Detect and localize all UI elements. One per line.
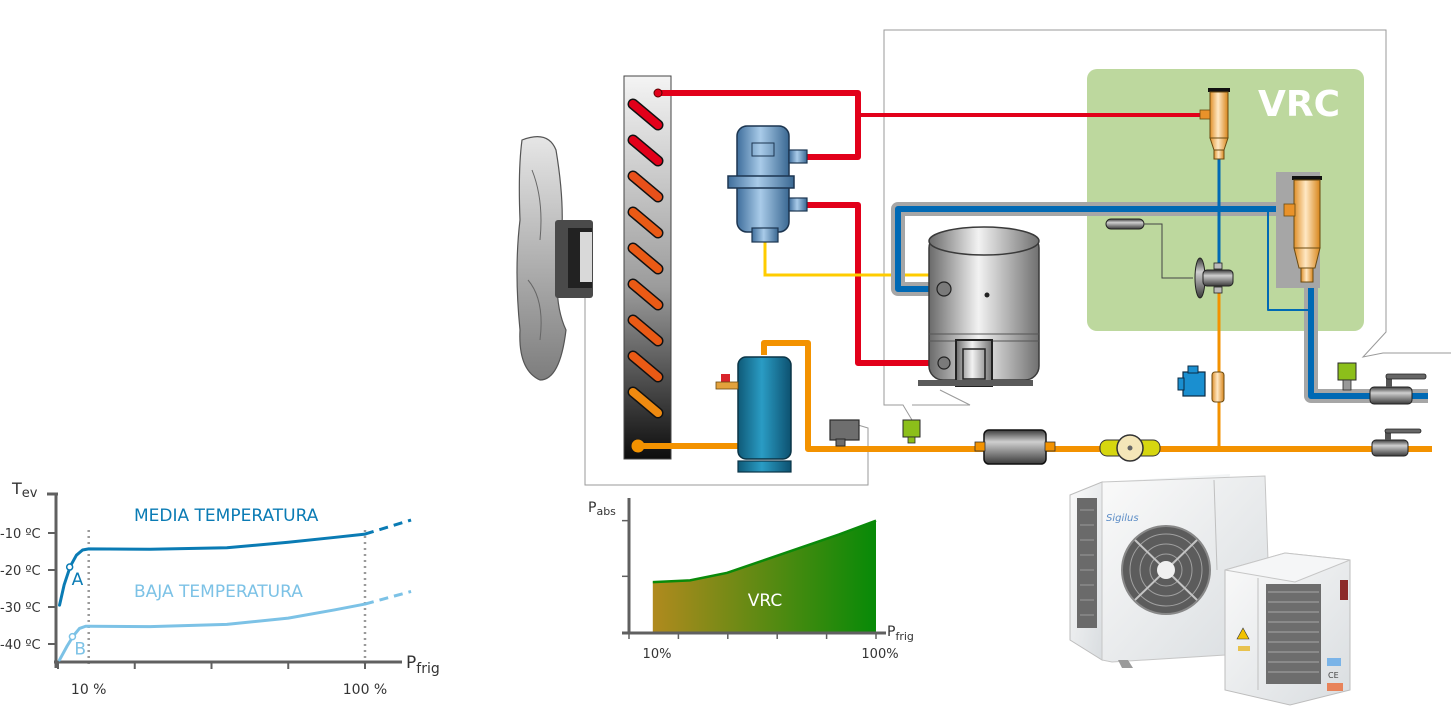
condenser-coil bbox=[623, 75, 672, 460]
y-tick-label: -30 ºC bbox=[0, 601, 41, 616]
coil-slot bbox=[629, 244, 662, 273]
series-label: MEDIA TEMPERATURA bbox=[134, 506, 319, 526]
discharge-line bbox=[653, 88, 1200, 366]
brand-label: Sigilus bbox=[1106, 513, 1139, 524]
series-line-media bbox=[58, 532, 367, 607]
ball-valve-liquid bbox=[1371, 428, 1422, 457]
coil-slot bbox=[629, 208, 662, 237]
control-box-outline bbox=[883, 29, 1451, 358]
ball-valve-suction bbox=[1369, 373, 1427, 405]
pressure-switch-high bbox=[829, 419, 860, 447]
fan-control-wire bbox=[584, 290, 869, 486]
vrc-area-label: VRC bbox=[748, 591, 782, 611]
liquid-receiver bbox=[715, 356, 792, 473]
series-line-baja bbox=[58, 602, 367, 662]
coil-slot bbox=[629, 280, 662, 309]
condensing-unit-photo: Sigilus CE bbox=[1069, 474, 1351, 706]
control-wiring bbox=[584, 29, 1451, 486]
y-tick-label: -20 ºC bbox=[0, 564, 41, 579]
x-tick-label: 100% bbox=[861, 647, 898, 662]
pressure-transducer-liquid bbox=[902, 419, 921, 444]
pressure-transducer-suction bbox=[1337, 362, 1357, 391]
coil-slot bbox=[629, 172, 662, 201]
y-tick-label: -10 ºC bbox=[0, 527, 41, 542]
p-abs-line bbox=[652, 519, 877, 584]
operating-point-label: B bbox=[74, 640, 86, 660]
warning-triangle-icon bbox=[1236, 627, 1250, 640]
vrc-module-label: VRC bbox=[1258, 84, 1340, 125]
operating-point-marker bbox=[68, 632, 77, 641]
coil-slot bbox=[629, 352, 662, 381]
coil-slot bbox=[629, 316, 662, 345]
evaporation-temperature-chart: -10 ºC -20 ºC -30 ºC -40 ºC 10 % 100 % TevPfri… bbox=[0, 479, 440, 698]
oil-return-line bbox=[763, 238, 935, 277]
coil-slot bbox=[629, 136, 662, 165]
fan-motor bbox=[516, 136, 593, 381]
operating-point-label: A bbox=[72, 570, 84, 590]
receiver-relief-valve-icon bbox=[721, 374, 730, 382]
expansion-valve bbox=[1194, 257, 1234, 299]
compressor-wire bbox=[912, 389, 971, 406]
compressor bbox=[918, 226, 1040, 387]
sight-glass bbox=[1099, 434, 1161, 462]
refrigeration-schematic: VRC bbox=[516, 29, 1451, 486]
coil-slot bbox=[629, 388, 662, 417]
filter-drier bbox=[974, 429, 1056, 465]
y-axis-label: Pabs bbox=[588, 500, 616, 518]
x-axis-label: Pfrig bbox=[406, 653, 440, 677]
vrc-main-valve bbox=[1276, 172, 1322, 288]
series-extrapolation bbox=[364, 518, 412, 536]
x-axis-label: Pfrig bbox=[887, 624, 914, 643]
x-tick-label: 10 % bbox=[71, 682, 107, 698]
vrc-pilot-valve bbox=[1199, 88, 1230, 160]
oil-separator bbox=[727, 125, 808, 243]
solenoid-valve bbox=[1177, 365, 1225, 403]
ce-mark: CE bbox=[1328, 671, 1339, 680]
series-extrapolation bbox=[364, 590, 412, 606]
thermostatic-bulb bbox=[1105, 218, 1193, 279]
operating-point-marker bbox=[65, 563, 74, 571]
x-tick-label: 10% bbox=[643, 647, 672, 662]
y-axis-label: Tev bbox=[11, 479, 38, 501]
vrc-area bbox=[652, 520, 876, 632]
x-tick-label: 100 % bbox=[343, 682, 387, 698]
coil-slot bbox=[629, 100, 662, 129]
y-tick-label: -40 ºC bbox=[0, 638, 41, 653]
fan-blade-icon bbox=[516, 136, 567, 381]
series-label: BAJA TEMPERATURA bbox=[134, 582, 303, 602]
pressure-switch-wire bbox=[883, 280, 913, 421]
